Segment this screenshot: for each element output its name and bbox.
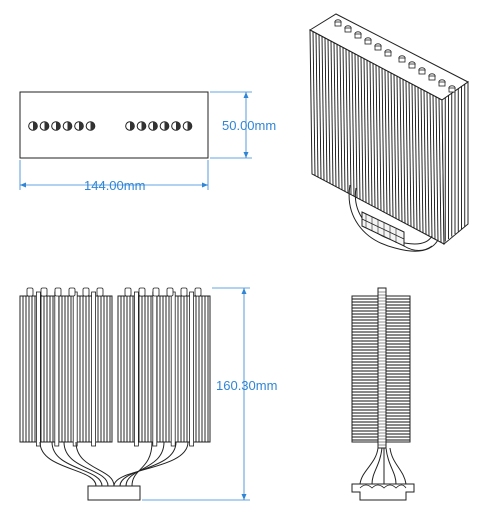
- isometric-view: [308, 13, 469, 252]
- top-view: 144.00mm 50.00mm: [19, 91, 276, 193]
- iso-heatpipe-caps: [334, 19, 456, 93]
- front-base-block: [87, 485, 141, 501]
- height-dimension-label: 160.30mm: [216, 378, 277, 393]
- front-fin-lines: [22, 291, 209, 447]
- iso-base: [348, 184, 439, 252]
- front-heatpipes: [39, 441, 189, 487]
- top-view-pipe-holes-left: [28, 121, 96, 131]
- side-fin-lines: [352, 287, 410, 449]
- top-view-pipe-holes-right: [125, 121, 193, 131]
- height-dimension: 160.30mm: [142, 287, 277, 501]
- front-heatpipe-tips: [26, 287, 202, 297]
- width-dimension-label: 144.00mm: [84, 178, 145, 193]
- side-base: [351, 447, 415, 501]
- iso-fin-lines: [312, 31, 466, 243]
- depth-dimension-label: 50.00mm: [222, 118, 276, 133]
- width-dimension: 144.00mm: [19, 160, 209, 193]
- front-view: 160.30mm: [19, 287, 277, 501]
- side-view: [351, 287, 415, 501]
- depth-dimension: 50.00mm: [210, 91, 276, 159]
